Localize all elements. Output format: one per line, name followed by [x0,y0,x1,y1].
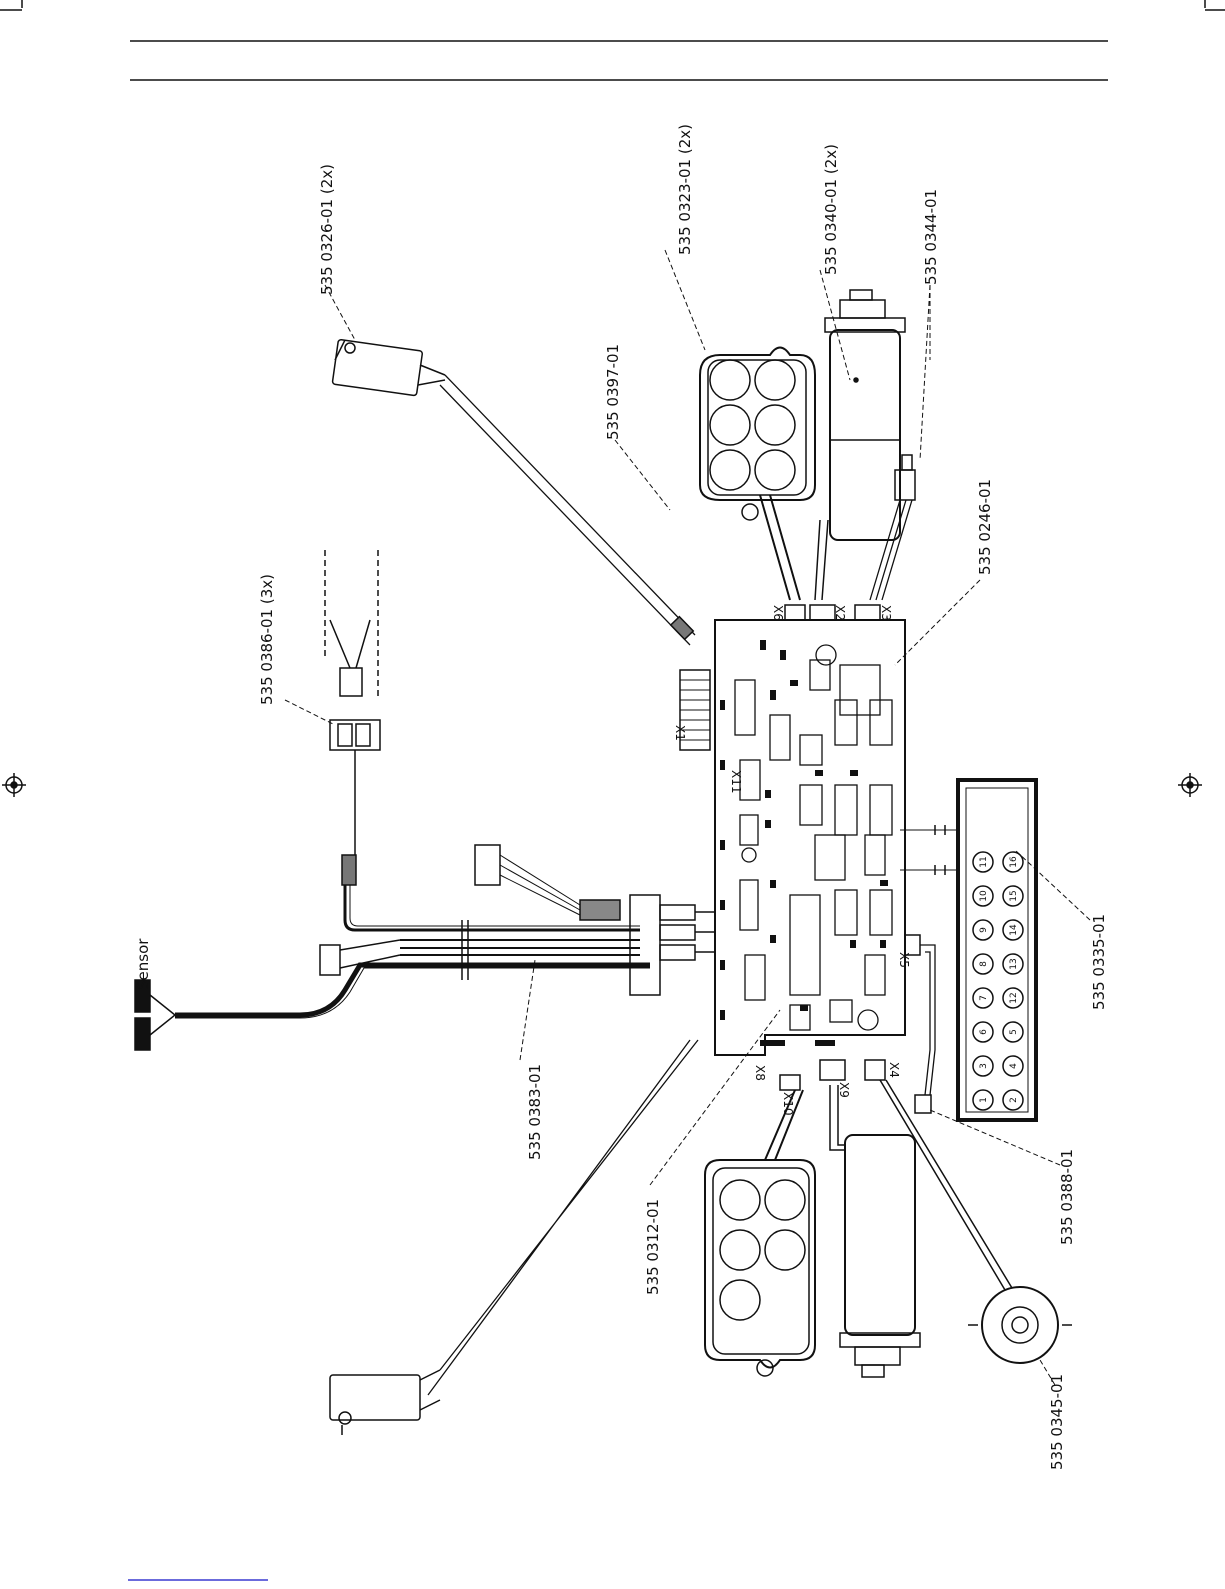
main-circuit-board [715,620,905,1055]
buzzer [880,1080,1072,1363]
part-0335: 535 0335-01 [1090,914,1108,1010]
keypad-key-label: 16 [1009,856,1019,868]
connector-x6 [785,605,805,620]
keypad-key-label: 13 [1009,958,1019,969]
keypad-key-label: 11 [979,856,989,867]
label-x9: X9 [837,1082,851,1098]
label-x6: X6 [771,605,785,621]
part-0312: 535 0312-01 [644,1199,662,1295]
keypad-key-label: 7 [979,995,989,1001]
part-0246: 535 0246-01 [976,479,994,575]
label-x4: X4 [887,1062,901,1078]
motor-bottom [830,1085,920,1377]
wire-harness [320,845,715,995]
label-x1: X1 [673,725,687,741]
battery-pack-bottom [705,1090,815,1376]
part-0340: 535 0340-01 (2x) [822,144,840,275]
keypad-key-label: 2 [1009,1097,1019,1103]
keypad-key-label: 14 [1009,924,1019,936]
part-0388: 535 0388-01 [1058,1149,1076,1245]
part-0383: 535 0383-01 [526,1064,544,1160]
label-x10: X10 [781,1092,795,1116]
wire-0388 [915,945,935,1113]
keypad-key-label: 3 [979,1063,989,1069]
keypad-key-label: 4 [1009,1063,1019,1069]
keypad-key-label: 15 [1009,890,1019,901]
label-x11: X11 [729,770,743,794]
label-x2: X2 [833,605,847,621]
connector-x4 [865,1060,885,1080]
connector-block-0386 [325,550,380,855]
keypad-key-label: 1 [979,1097,989,1103]
sensor-cable [135,965,650,1050]
registration-mark-left [2,773,26,797]
leader-lines [285,250,1090,1385]
micro-switch-top [332,339,695,645]
micro-switch-bottom [330,1040,698,1435]
keypad-key-label: 6 [979,1029,989,1035]
label-x8: X8 [753,1065,767,1081]
connector-x10 [780,1075,800,1090]
keypad-key-label: 9 [979,927,989,933]
plug-0246 [870,455,915,600]
battery-pack-top [700,348,815,601]
keypad-key-label: 10 [979,890,989,902]
crop-marks-top [0,0,1225,10]
label-x5: X5 [897,952,911,968]
sensor-label: Sensor [134,938,152,990]
part-0326: 535 0326-01 (2x) [318,164,336,295]
keypad-key-label: 8 [979,961,989,967]
keypad-key-label: 12 [1009,992,1019,1003]
part-0386: 535 0386-01 (3x) [258,574,276,705]
connector-x2 [810,605,835,620]
keypad-key-label: 5 [1009,1029,1019,1035]
connector-x9 [820,1060,845,1080]
part-0397: 535 0397-01 [604,344,622,440]
motor-top [815,290,905,600]
connector-x3 [855,605,880,620]
part-0323: 535 0323-01 (2x) [676,124,694,255]
part-0344: 535 0344-01 [922,189,940,285]
label-x3: X3 [879,605,893,621]
part-0345: 535 0345-01 [1048,1374,1066,1470]
registration-mark-right [1178,773,1202,797]
